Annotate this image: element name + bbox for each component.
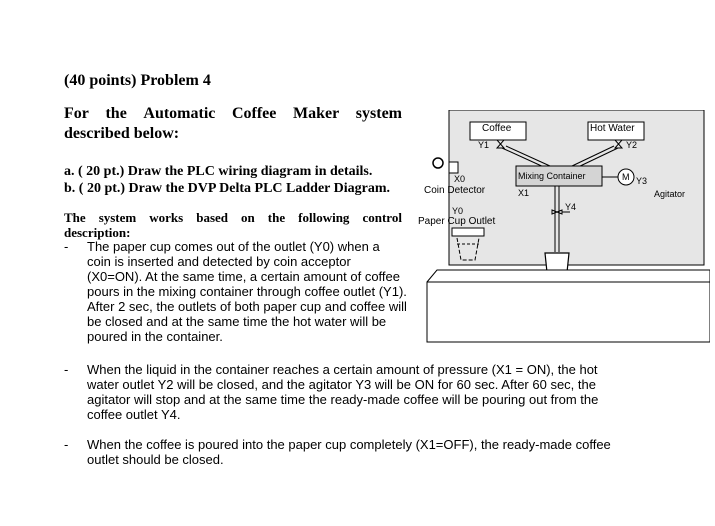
sysdesc-word: system — [98, 210, 137, 225]
intro-word: Coffee — [231, 105, 277, 122]
description-bullet-2: - When the liquid in the container reach… — [64, 362, 624, 422]
bullet-text: When the liquid in the container reaches… — [87, 362, 599, 422]
problem-intro: For the Automatic Coffee Maker system de… — [64, 104, 402, 144]
mixing-container-label: Mixing Container — [518, 171, 586, 181]
bullet-text: When the coffee is poured into the paper… — [87, 437, 611, 467]
sysdesc-line-2: description: — [64, 225, 131, 240]
coin-detector-label: Coin Detector — [424, 185, 486, 196]
paper-cup-outlet-label: Paper Cup Outlet — [418, 216, 496, 227]
bullet-dash: - — [64, 437, 69, 452]
coffee-pipe-a — [501, 147, 547, 169]
sysdesc-word: The — [64, 210, 86, 225]
x0-label: X0 — [454, 174, 466, 184]
y1-label: Y1 — [478, 140, 490, 150]
intro-word: the — [105, 105, 127, 122]
y4-valve — [551, 209, 563, 215]
y3-label: Y3 — [636, 176, 648, 186]
intro-line-2: described below: — [64, 125, 180, 142]
sysdesc-word: works — [149, 210, 184, 225]
sysdesc-word: following — [298, 210, 350, 225]
bullet-dash: - — [64, 239, 69, 254]
agitator-label: Agitator — [654, 189, 686, 199]
description-bullet-3: - When the coffee is poured into the pap… — [64, 437, 624, 469]
task-a: a. ( 20 pt.) Draw the PLC wiring diagram… — [64, 164, 373, 179]
hot-water-valve — [613, 139, 624, 149]
system-description-heading: The system works based on the following … — [64, 210, 402, 240]
sysdesc-word: the — [267, 210, 286, 225]
task-b: b. ( 20 pt.) Draw the DVP Delta PLC Ladd… — [64, 181, 390, 196]
water-pipe-a — [575, 147, 619, 169]
x1-label: X1 — [518, 188, 530, 198]
coffee-label: Coffee — [482, 123, 512, 134]
intro-word: For — [64, 105, 89, 122]
intro-word: Automatic — [143, 105, 216, 122]
coffee-pipe-b — [505, 145, 551, 167]
coffee-maker-diagram: Coffee Y1 Hot Water Y2 Mixing Container … — [412, 110, 710, 360]
bullet-text: The paper cup comes out of the outlet (Y… — [87, 239, 407, 344]
cup-outlet — [451, 227, 485, 237]
coin-slot — [448, 161, 459, 174]
sysdesc-word: based — [196, 210, 229, 225]
intro-word: system — [355, 105, 402, 122]
bullet-dash: - — [64, 362, 69, 377]
intro-line-1: For the Automatic Coffee Maker system — [64, 104, 402, 124]
coffee-valve — [495, 139, 506, 149]
intro-word: Maker — [292, 105, 340, 122]
diagram-drawing — [426, 110, 710, 343]
y0-label: Y0 — [452, 206, 464, 216]
water-pipe-b — [571, 145, 615, 167]
description-bullet-1: - The paper cup comes out of the outlet … — [64, 239, 409, 344]
sysdesc-word: control — [362, 210, 402, 225]
motor-label: M — [622, 172, 630, 182]
hot-water-label: Hot Water — [590, 123, 635, 134]
coin — [432, 157, 444, 169]
counter-body — [426, 281, 710, 343]
sysdesc-line-1: The system works based on the following … — [64, 210, 402, 225]
counter-top — [426, 269, 710, 283]
sysdesc-word: on — [241, 210, 255, 225]
problem-title: (40 points) Problem 4 — [64, 72, 211, 89]
y2-label: Y2 — [626, 140, 638, 150]
y4-label: Y4 — [565, 202, 577, 212]
